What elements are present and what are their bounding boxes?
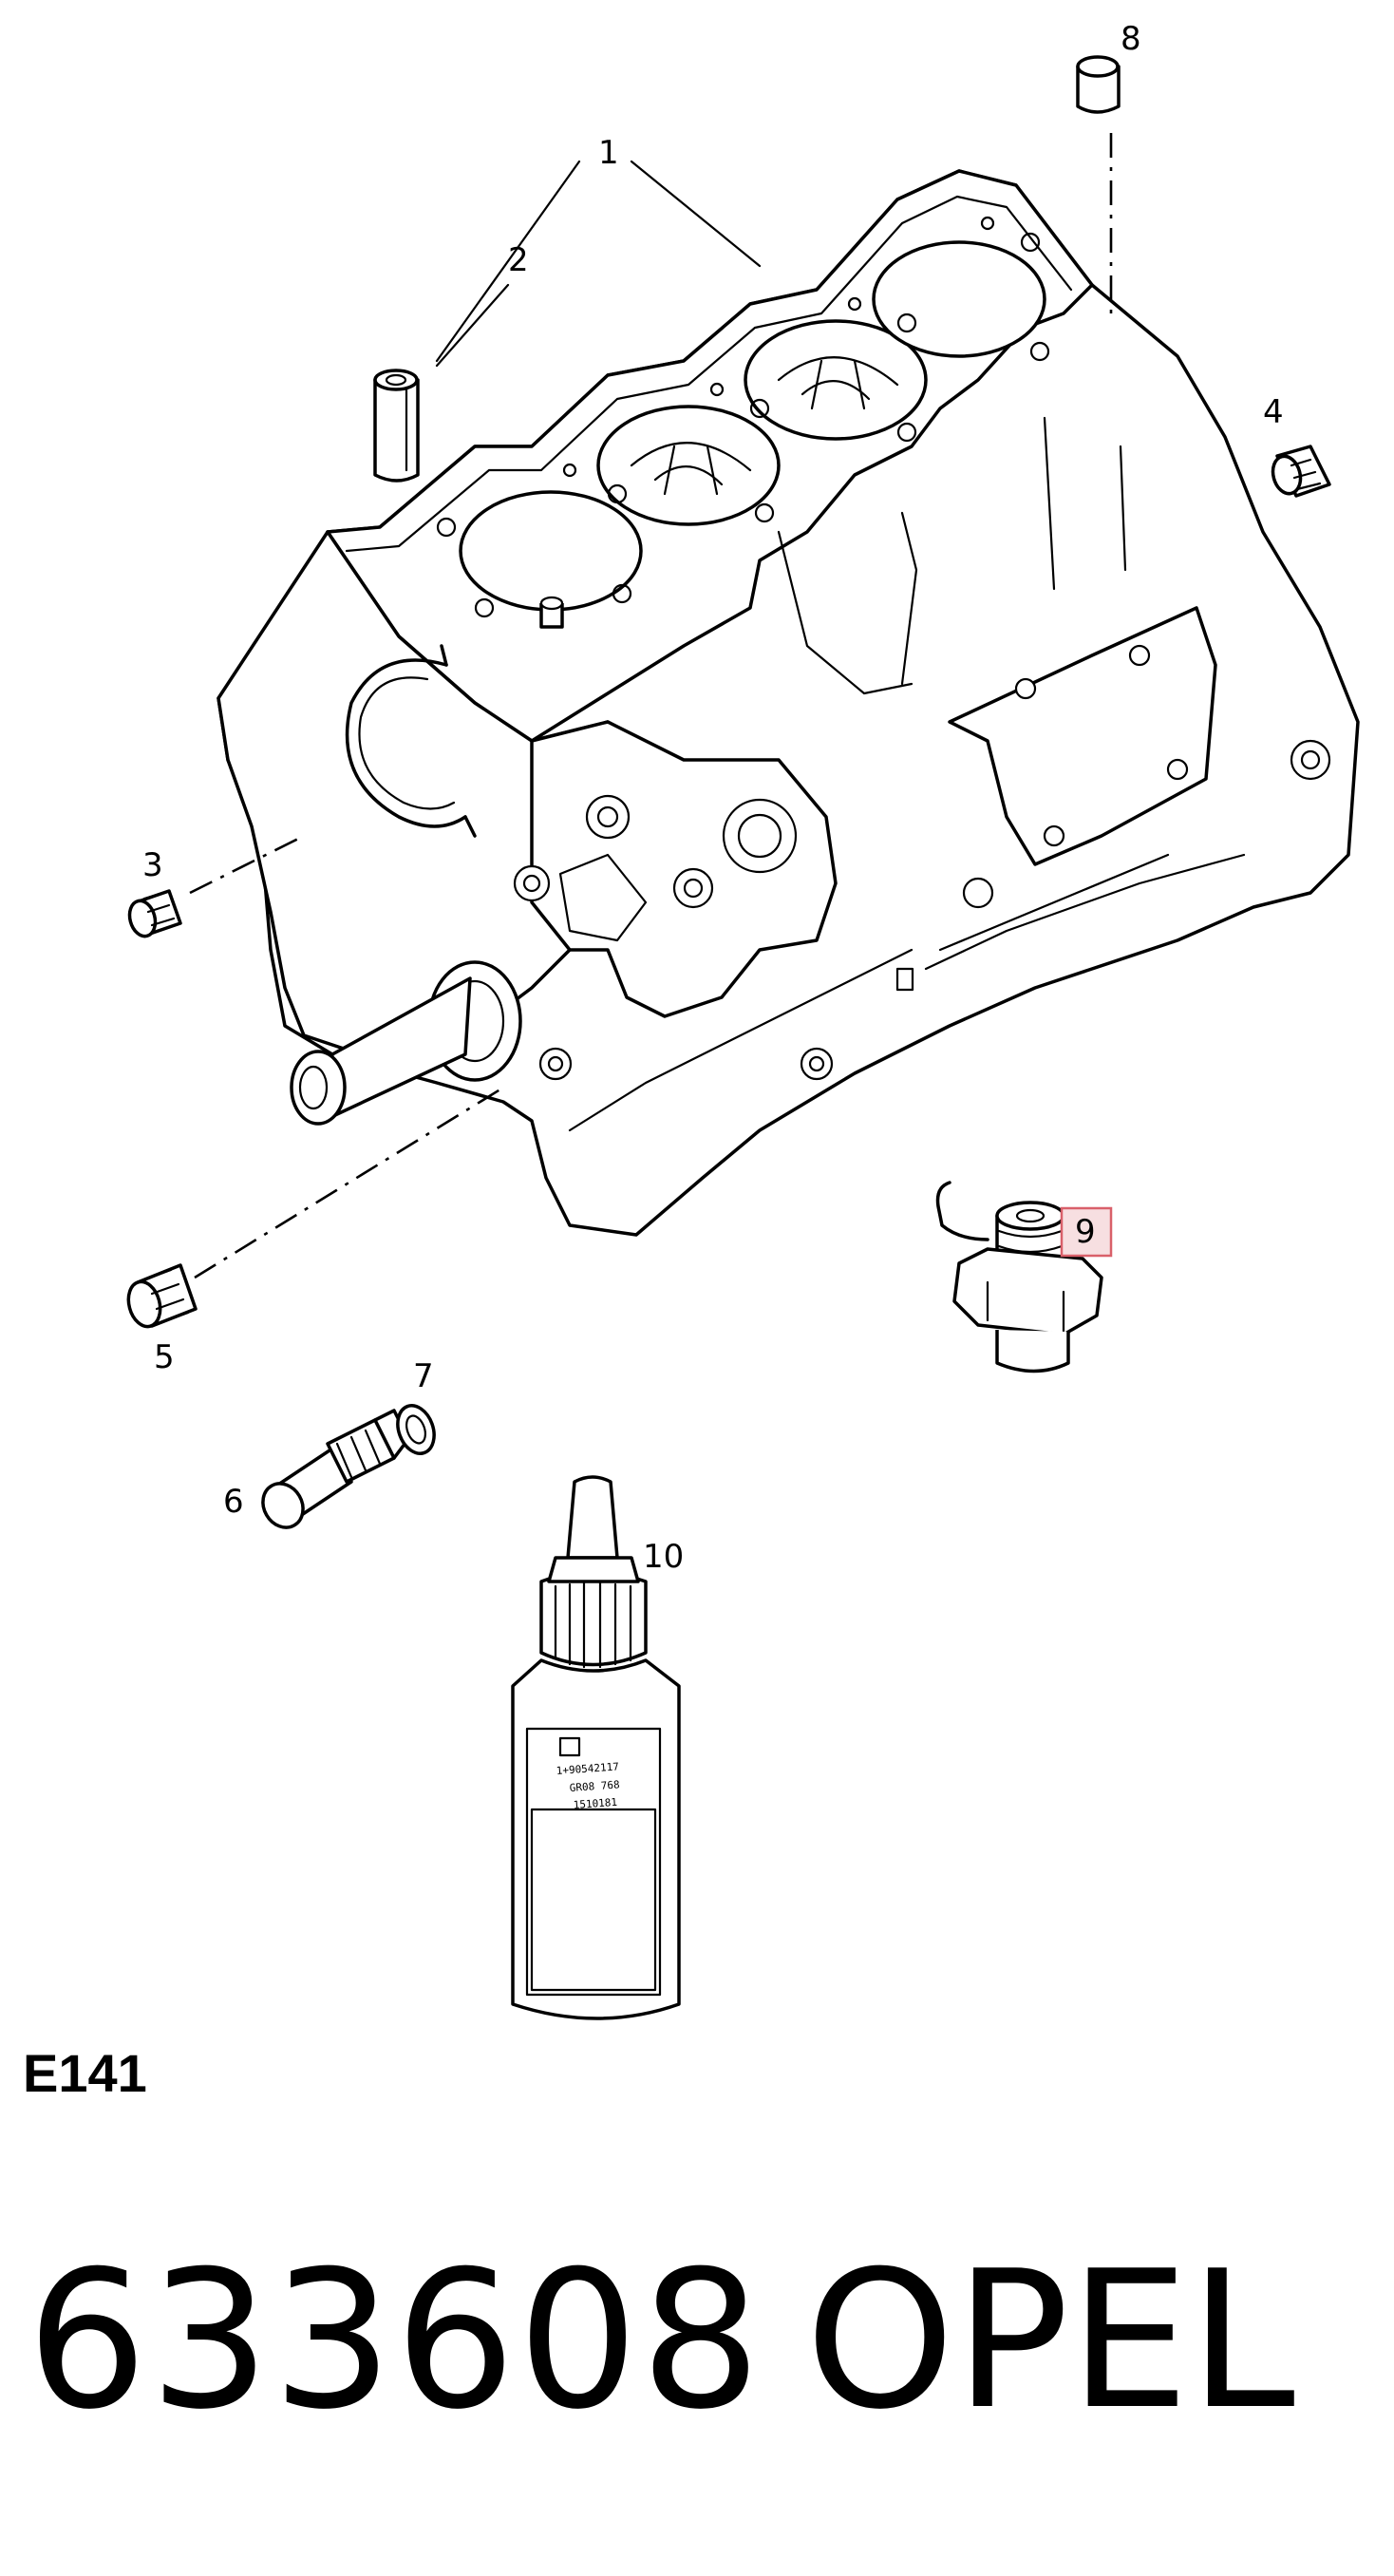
part-4-threaded-plug <box>1271 445 1331 498</box>
part-2-dowel-sleeve <box>373 369 420 483</box>
callout-10: 10 <box>643 1538 684 1576</box>
callout-9: 9 <box>1075 1213 1096 1251</box>
engine-block <box>217 169 1360 1237</box>
part-5-threaded-plug <box>126 1263 198 1329</box>
callout-9-highlight-box <box>1060 1206 1113 1258</box>
callout-6: 6 <box>223 1483 244 1521</box>
part-number: 633608 <box>27 2230 763 2452</box>
bottle-label-line-2: GR08 768 <box>569 1778 620 1794</box>
callout-4: 4 <box>1263 393 1284 431</box>
part-7-washer <box>396 1404 436 1455</box>
callout-2: 2 <box>508 241 529 279</box>
part-6-sensor <box>261 1409 410 1529</box>
part-3-threaded-plug <box>127 889 182 938</box>
callout-8: 8 <box>1121 20 1141 58</box>
leader-lines <box>189 133 1113 1279</box>
part-10-sealant-bottle <box>511 1475 681 2020</box>
bottle-label-line-1: 1+90542117 <box>556 1760 619 1777</box>
part-8-plug <box>1076 55 1121 114</box>
diagram-code: E141 <box>23 2043 147 2103</box>
callout-3: 3 <box>142 846 163 884</box>
part-9-oil-pressure-switch <box>935 1181 1103 1373</box>
callout-7: 7 <box>413 1357 434 1395</box>
bottle-label-line-3: 1510181 <box>573 1796 617 1811</box>
callout-1: 1 <box>598 134 619 172</box>
brand-name: OPEL <box>805 2230 1295 2452</box>
callout-5: 5 <box>154 1338 175 1376</box>
